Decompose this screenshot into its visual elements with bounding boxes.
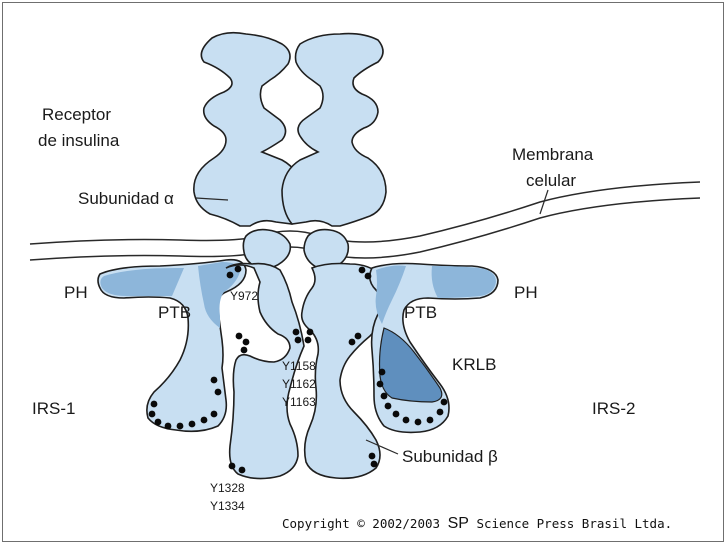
irs2-ptb-domain [375,265,406,324]
phospho-sites-irs1 [148,376,222,430]
y1158-label: Y1158 [282,359,316,373]
copyright-brand: SP [447,515,469,532]
y972-label: Y972 [230,289,258,303]
alpha-pointer [195,197,229,201]
alpha-subunit-label: Subunidad α [78,189,174,208]
phospho-sites-left-mid [235,332,250,354]
tm-segment-right [303,228,350,270]
receptor-label-line1: Receptor [42,105,111,124]
phospho-sites-irs2 [376,368,448,426]
copyright-line: Copyright © 2002/2003 SP Science Press B… [282,515,672,533]
membrane-label-line1: Membrana [512,145,594,164]
ptb-right-label: PTB [404,303,437,322]
membrane-pointer [539,189,549,215]
beta-pointer [365,439,399,455]
irs1-ph-domain [100,268,184,296]
beta-subunit-label: Subunidad β [402,447,498,466]
y1162-label: Y1162 [282,377,316,391]
phospho-sites-y1328 [228,462,246,474]
y1163-label: Y1163 [282,395,316,409]
alpha-subunit-left [193,31,304,227]
irs2-label: IRS-2 [592,399,635,418]
phospho-sites-y972 [226,265,242,279]
phospho-sites-y1158-cluster [292,328,314,344]
y1328-label: Y1328 [210,481,245,495]
ph-left-label: PH [64,283,88,302]
receptor-label-line2: de insulina [38,131,120,150]
krlb-label: KRLB [452,355,496,374]
membrane-label-line2: celular [526,171,576,190]
copyright-suffix: Science Press Brasil Ltda. [476,516,673,531]
alpha-subunit-right [281,32,387,227]
irs1-ptb-domain [198,262,240,328]
tm-segment-left [242,228,292,270]
beta-subunit-left [225,262,305,480]
copyright-prefix: Copyright © 2002/2003 [282,516,441,531]
ptb-left-label: PTB [158,303,191,322]
irs2-ph-domain [431,266,496,298]
irs1-label: IRS-1 [32,399,75,418]
ph-right-label: PH [514,283,538,302]
phospho-sites-right-beta [348,266,378,468]
y1334-label: Y1334 [210,499,245,513]
irs2-krlb-domain [378,327,443,403]
